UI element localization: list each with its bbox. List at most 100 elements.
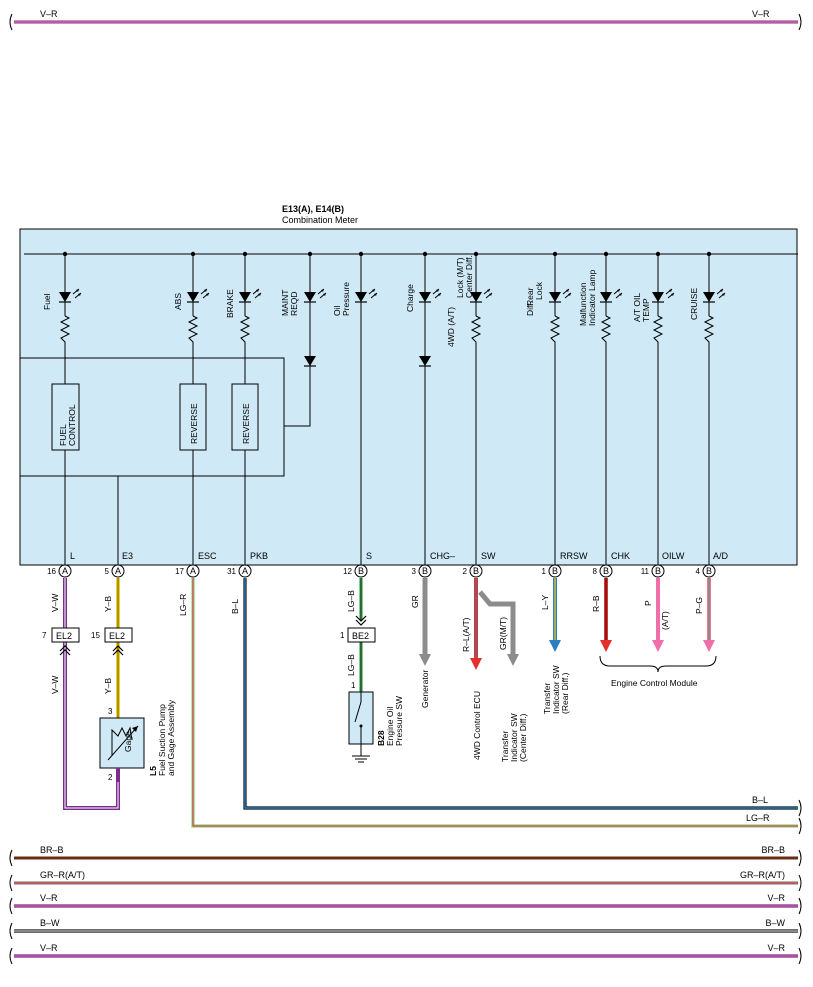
terminal-rrsw: RRSW bbox=[560, 551, 588, 561]
pin-number: 3 bbox=[412, 567, 417, 576]
lamp-cruise bbox=[703, 251, 726, 345]
lamp-rear bbox=[549, 251, 572, 345]
terminal-labels: L E3 ESC PKB S CHG– SW RRSW CHK OILW A/D bbox=[70, 551, 729, 561]
wire-fuel-l bbox=[63, 578, 120, 810]
svg-text:EL2: EL2 bbox=[56, 631, 72, 641]
label-fuel: Fuel bbox=[42, 293, 52, 310]
wire-sw-mt-arrow bbox=[507, 654, 519, 666]
terminal-e3: E3 bbox=[122, 551, 133, 561]
fuel-control-1: FUEL bbox=[58, 424, 68, 446]
pin-number: 12 bbox=[343, 567, 352, 576]
label-rear-2: Diff. bbox=[525, 301, 535, 316]
fuel-control-2: CONTROL bbox=[67, 404, 77, 446]
b28-name-2: Pressure SW bbox=[394, 696, 404, 746]
svg-text:2: 2 bbox=[108, 773, 113, 782]
gage-label: Gage bbox=[123, 731, 133, 752]
dest-transfer-rear-3: (Rear Diff.) bbox=[560, 672, 570, 714]
l5-name-1: Fuel Suction Pump bbox=[157, 704, 167, 776]
terminal-s: S bbox=[366, 551, 372, 561]
label-wire-lgb-1: LG–B bbox=[346, 590, 356, 612]
wire-labels: V–W V–W Y–B Y–B LG–R B–L LG–B LG–B GR R–… bbox=[50, 590, 704, 694]
label-wire-rb: R–B bbox=[591, 595, 601, 612]
pin-11B: B11 bbox=[641, 564, 665, 578]
label-lock-2: Center Diff. bbox=[464, 255, 474, 298]
svg-text:EL2: EL2 bbox=[109, 631, 125, 641]
label-wire-p-2: (A/T) bbox=[660, 611, 670, 630]
bottom-bus-left-label: B–W bbox=[40, 918, 60, 928]
svg-text:1: 1 bbox=[340, 631, 345, 640]
label-wire-gr: GR bbox=[410, 595, 420, 608]
b28-name-1: Engine Oil bbox=[385, 707, 395, 746]
junction-be2: BE2 1 bbox=[340, 615, 376, 643]
label-oil-1: Oil bbox=[332, 306, 342, 317]
indicator-labels: Fuel ABS BRAKE MAINT REQD Oil Pressure C… bbox=[42, 255, 699, 347]
label-malf-2: Indicator Lamp bbox=[587, 270, 597, 326]
bottom-bus-2: V–R V–R bbox=[9, 893, 802, 915]
pin-number: 4 bbox=[696, 567, 701, 576]
lamp-abs bbox=[187, 251, 210, 384]
oil-pressure-switch-b28: 1 bbox=[348, 681, 374, 763]
label-rear-3: Rear bbox=[525, 287, 535, 306]
bottom-bus-right-label: GR–R(A/T) bbox=[740, 870, 785, 880]
bottom-bus-left-label: V–R bbox=[40, 893, 58, 903]
top-bus-right-label: V–R bbox=[752, 9, 770, 19]
label-wire-yb-1: Y–B bbox=[103, 596, 113, 612]
pin-connector-letter: A bbox=[62, 566, 68, 576]
dest-ecm: Engine Control Module bbox=[611, 678, 698, 688]
lamp-malf bbox=[600, 251, 623, 345]
label-wire-lgr: LG–R bbox=[178, 594, 188, 616]
lamp-at bbox=[652, 251, 675, 345]
bottom-bus-left-label: GR–R(A/T) bbox=[40, 870, 85, 880]
bottom-bus-right-label: V–R bbox=[767, 893, 785, 903]
svg-text:3: 3 bbox=[108, 707, 113, 716]
pin-connector-letter: B bbox=[422, 566, 428, 576]
pin-4B: B4 bbox=[696, 564, 716, 578]
svg-text:7: 7 bbox=[42, 631, 47, 640]
reverse-a: REVERSE bbox=[189, 403, 199, 444]
fuel-gage-l5: Gage 3 2 bbox=[99, 707, 145, 782]
ecm-bracket bbox=[599, 655, 717, 673]
dest-generator: Generator bbox=[420, 670, 430, 708]
label-rear-1: Lock bbox=[534, 281, 544, 300]
terminal-sw: SW bbox=[481, 551, 496, 561]
bottom-bus-right-label: V–R bbox=[767, 943, 785, 953]
pin-connector-letter: B bbox=[603, 566, 609, 576]
pin-connector-letter: B bbox=[655, 566, 661, 576]
label-wire-ly: L–Y bbox=[540, 595, 550, 610]
pin-12B: B 12 bbox=[343, 564, 368, 578]
pin-connector-letter: B bbox=[358, 566, 364, 576]
top-bus-v-r: V–R V–R bbox=[9, 9, 802, 31]
pin-connector-letter: B bbox=[706, 566, 712, 576]
wire-pkb bbox=[243, 578, 798, 810]
pin-connector-letter: B bbox=[552, 566, 558, 576]
wire-ad bbox=[703, 578, 715, 652]
pin-number: 31 bbox=[227, 567, 236, 576]
bottom-bus-1: GR–R(A/T) GR–R(A/T) bbox=[9, 870, 802, 892]
lamp-charge bbox=[419, 251, 442, 372]
reverse-block-brake: REVERSE bbox=[231, 383, 259, 451]
pin-connector-letter: B bbox=[473, 566, 479, 576]
terminal-chk: CHK bbox=[611, 551, 630, 561]
label-at-2: TEMP bbox=[641, 298, 651, 322]
terminal-ad: A/D bbox=[713, 551, 729, 561]
pin-number: 17 bbox=[175, 567, 184, 576]
label-wire-grmt: GR(M/T) bbox=[498, 617, 508, 650]
label-wire-p-1: P bbox=[643, 600, 653, 606]
label-brake: BRAKE bbox=[225, 289, 235, 318]
svg-text:1: 1 bbox=[351, 681, 356, 690]
meter-name: Combination Meter bbox=[282, 215, 358, 225]
reverse-block-abs: REVERSE bbox=[179, 383, 207, 451]
lamp-oil bbox=[355, 251, 378, 330]
wire-esc bbox=[191, 578, 798, 828]
label-wire-yb-2: Y–B bbox=[103, 678, 113, 694]
label-wire-vw-1: V–W bbox=[50, 594, 60, 612]
dest-4wd-ecu: 4WD Control ECU bbox=[472, 691, 482, 760]
bottom-bus-left-label: BR–B bbox=[40, 845, 64, 855]
pin-number: 8 bbox=[593, 567, 598, 576]
label-cruise: CRUISE bbox=[689, 288, 699, 320]
pin-connector-letter: A bbox=[115, 566, 121, 576]
svg-text:BE2: BE2 bbox=[352, 631, 369, 641]
